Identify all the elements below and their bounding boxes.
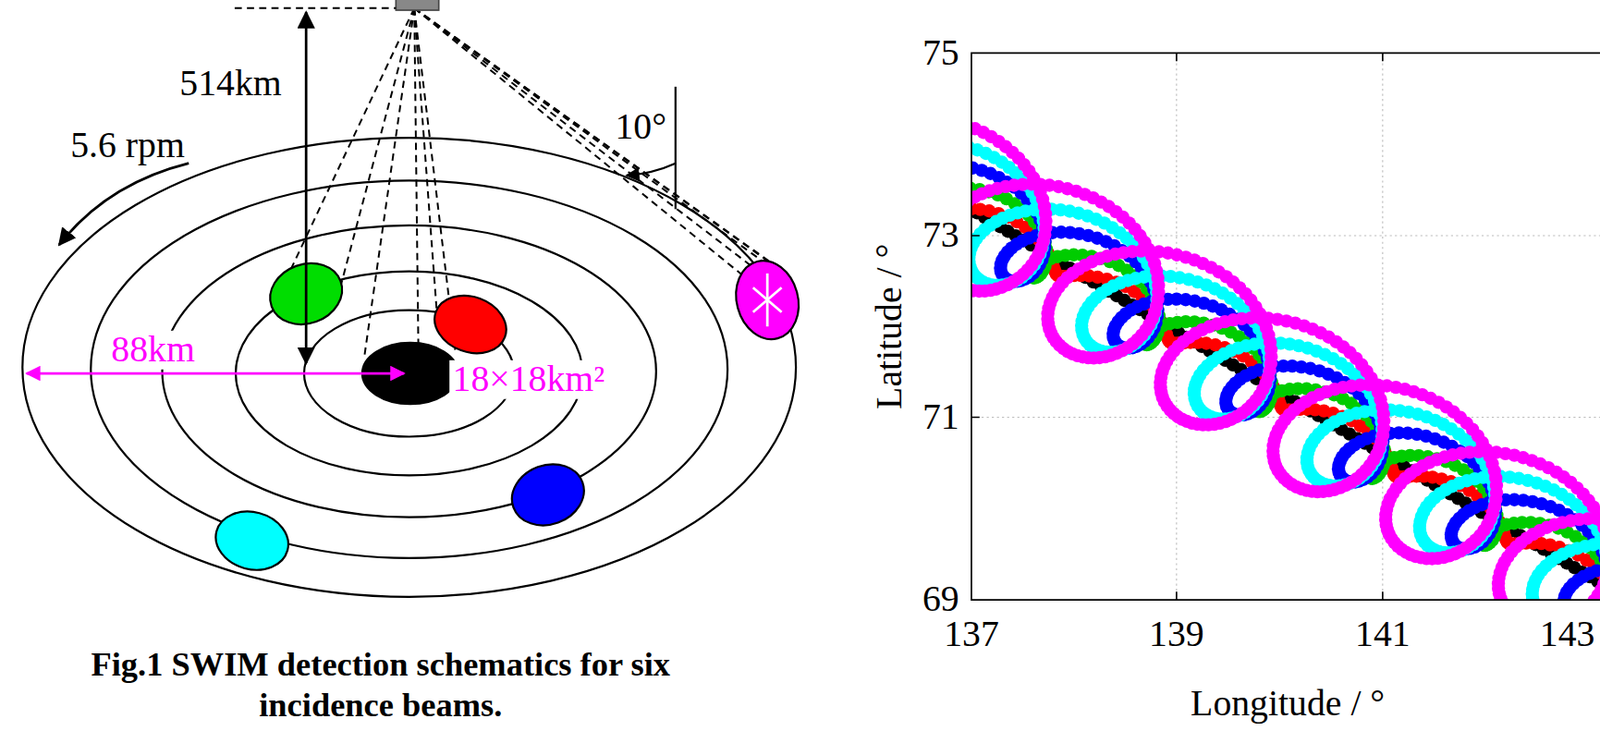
polarization-arrows <box>753 273 782 327</box>
footprint-tracks <box>971 110 1600 600</box>
ring <box>90 180 728 558</box>
rotation-label: 5.6 rpm <box>70 126 185 166</box>
plot-axes <box>971 52 1600 600</box>
nadir-ref-line <box>674 86 677 209</box>
footprint-dot <box>1599 512 1600 526</box>
dimension-label: 514km <box>179 64 281 104</box>
tick-label: 143 <box>1539 615 1596 655</box>
tick-label: 139 <box>1148 615 1205 655</box>
tick-label: 69 <box>922 580 960 620</box>
altitude-arrow <box>305 12 308 364</box>
beam-line <box>336 8 415 302</box>
tick-label: 137 <box>943 615 1000 655</box>
beam-footprints <box>208 253 807 578</box>
satellite <box>395 0 439 11</box>
altitude-ref-line <box>234 7 396 10</box>
dimension-label: 88km <box>108 330 198 370</box>
tick-label: 75 <box>922 34 960 74</box>
axis-title: Latitude / ° <box>870 244 910 410</box>
ring <box>22 137 796 598</box>
axis-ticks <box>971 52 1383 600</box>
beam-line <box>364 8 415 358</box>
footprint-dot <box>1589 563 1600 577</box>
axes-box <box>971 52 1600 600</box>
figure-caption: Fig.1 SWIM detection schematics for six … <box>64 645 697 726</box>
ring <box>162 225 657 518</box>
tick-label: 141 <box>1355 615 1411 655</box>
angle-label: 10° <box>614 108 667 147</box>
beam-line <box>414 8 754 268</box>
axis-title: Longitude / ° <box>1190 684 1385 724</box>
footprint-red <box>426 285 514 363</box>
beam-line <box>414 8 437 312</box>
footprint-magenta <box>727 253 807 346</box>
beam-line <box>273 8 415 306</box>
footprint-dot <box>1589 512 1600 526</box>
footprint-blue <box>503 454 594 536</box>
rotation-arrow <box>59 163 189 245</box>
radius-arrow <box>26 372 404 376</box>
pol-arrow <box>766 273 770 327</box>
footprint-dot <box>1598 551 1600 565</box>
grid <box>971 52 1600 600</box>
footprint-size-label: 18×18km² <box>449 360 608 400</box>
angle-arc <box>626 163 676 176</box>
beam-line <box>414 8 743 276</box>
footprint-cyan <box>208 503 295 578</box>
beam-lines <box>273 8 792 358</box>
footprint-dot <box>1595 537 1600 550</box>
beam-line <box>414 8 791 278</box>
orbit-rings <box>22 137 796 598</box>
tick-label: 71 <box>922 398 960 438</box>
tick-label: 73 <box>922 216 960 256</box>
